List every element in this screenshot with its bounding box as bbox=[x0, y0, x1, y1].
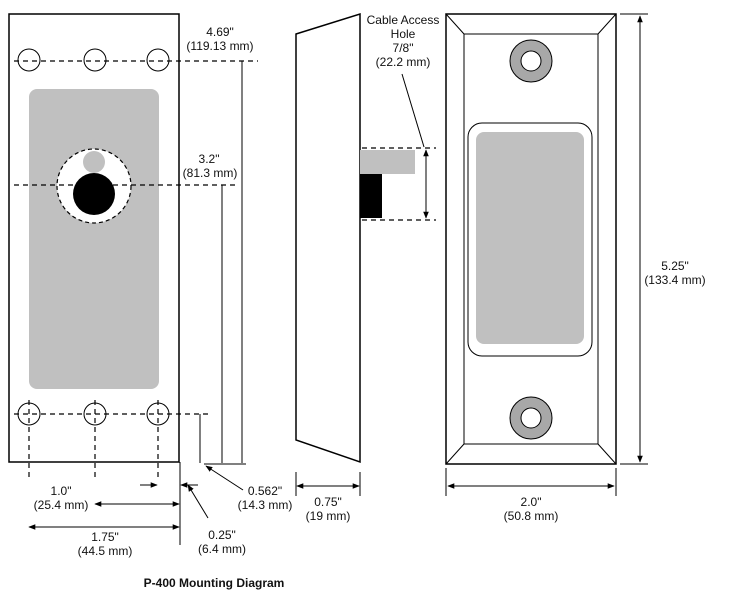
plate-inner-bevel bbox=[463, 33, 599, 445]
edge-a-inch: 0.562" bbox=[248, 484, 282, 498]
cable-access-black bbox=[360, 174, 382, 218]
edge-b-leader bbox=[187, 484, 209, 519]
bevel-bl bbox=[445, 443, 465, 465]
width-b-mm: (44.5 mm) bbox=[78, 544, 133, 558]
front-view: 4.69" (119.13 mm) 3.2" (81.3 mm) 1.0" (2… bbox=[8, 13, 293, 558]
edge-b-inch: 0.25" bbox=[208, 528, 236, 542]
backbox-outline bbox=[8, 13, 180, 463]
front-height-mm: (119.13 mm) bbox=[186, 39, 253, 53]
top-right-hole bbox=[146, 48, 170, 72]
cable-dim-mm: (22.2 mm) bbox=[376, 55, 431, 69]
small-gray-hole bbox=[83, 151, 105, 173]
top-left-hole bbox=[17, 48, 41, 72]
side-profile bbox=[295, 12, 361, 464]
plate-height-mm: (133.4 mm) bbox=[644, 273, 705, 287]
edge-a-mm: (14.3 mm) bbox=[238, 498, 293, 512]
side-view: Cable Access Hole 7/8" (22.2 mm) 0.75" (… bbox=[295, 12, 440, 523]
width-b-inch: 1.75" bbox=[91, 530, 119, 544]
edge-a-leader bbox=[205, 465, 244, 491]
diagram-title: P-400 Mounting Diagram bbox=[144, 576, 285, 590]
depth-dim-mm: (19 mm) bbox=[306, 509, 351, 523]
width-a-mm: (25.4 mm) bbox=[34, 498, 89, 512]
cable-dim-inch: 7/8" bbox=[393, 41, 414, 55]
cable-label-line2: Hole bbox=[391, 27, 416, 41]
top-center-hole bbox=[83, 48, 107, 72]
plate-width-mm: (50.8 mm) bbox=[504, 509, 559, 523]
hole-offset-mm: (81.3 mm) bbox=[183, 166, 238, 180]
plate-top-screw-hole bbox=[520, 50, 542, 72]
bevel-br bbox=[597, 443, 617, 465]
plate-width-inch: 2.0" bbox=[521, 495, 542, 509]
front-height-inch: 4.69" bbox=[206, 25, 234, 39]
front-gray-panel bbox=[29, 89, 159, 389]
bevel-tr bbox=[597, 13, 617, 35]
cable-access-gray bbox=[360, 150, 415, 174]
depth-dim-inch: 0.75" bbox=[314, 495, 342, 509]
hole-offset-inch: 3.2" bbox=[199, 152, 220, 166]
plate-view: 5.25" (133.4 mm) 2.0" (50.8 mm) bbox=[445, 13, 706, 523]
large-black-hole bbox=[73, 173, 115, 215]
plate-gray-panel bbox=[476, 132, 584, 344]
cable-leader bbox=[401, 73, 425, 148]
plate-window bbox=[467, 122, 593, 357]
plate-height-inch: 5.25" bbox=[661, 259, 689, 273]
width-a-inch: 1.0" bbox=[51, 484, 72, 498]
bevel-tl bbox=[445, 13, 465, 35]
plate-outer bbox=[445, 13, 617, 465]
cable-label-line1: Cable Access bbox=[367, 13, 440, 27]
plate-bottom-screw-hole bbox=[520, 407, 542, 429]
edge-b-mm: (6.4 mm) bbox=[198, 542, 246, 556]
